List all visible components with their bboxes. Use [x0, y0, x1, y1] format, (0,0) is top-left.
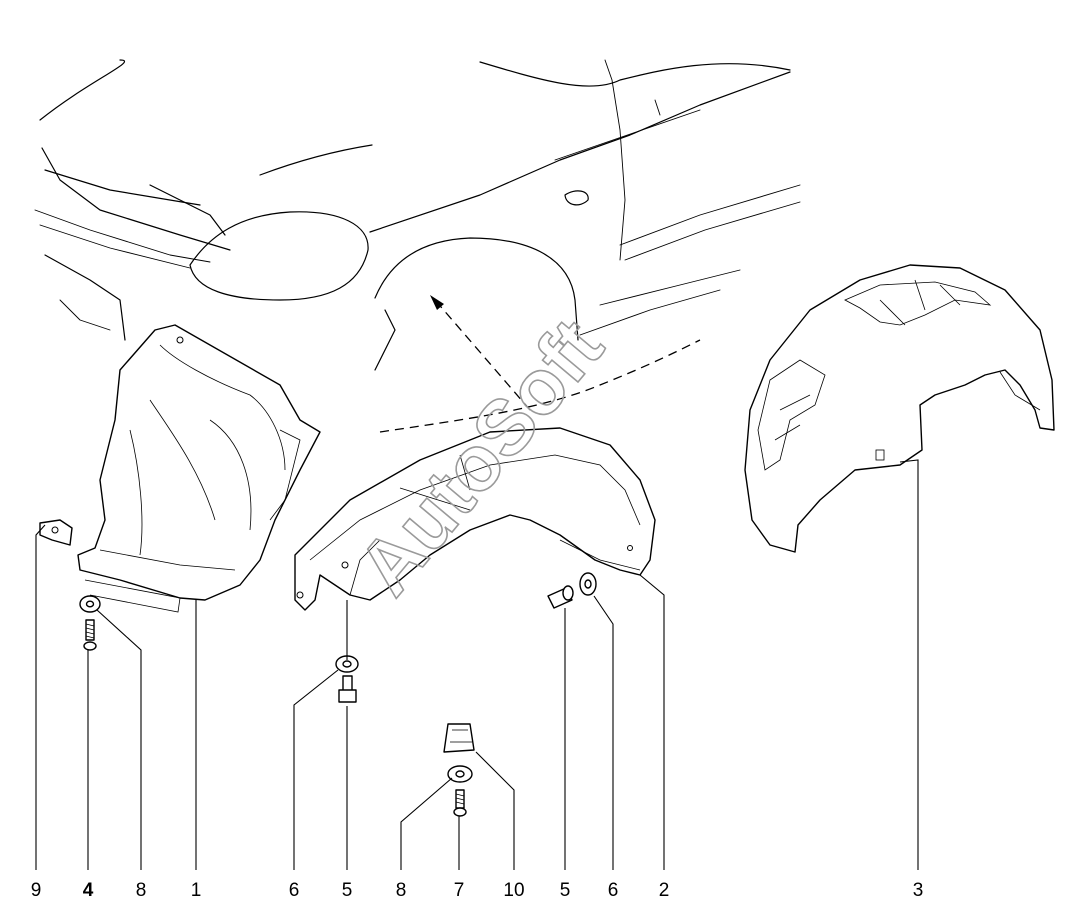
screw-icon: [85, 619, 95, 641]
nut-icon: [443, 723, 475, 753]
callout-1: 1: [191, 880, 202, 901]
callout-7: 7: [454, 880, 465, 901]
callout-8: 8: [136, 880, 147, 901]
callout-5: 5: [342, 880, 353, 901]
part-rear-liner: [744, 264, 1055, 553]
car-body-outline: [34, 59, 801, 371]
callout-9: 9: [31, 880, 42, 901]
callout-8-lower: 8: [396, 880, 407, 901]
callout-2: 2: [659, 880, 670, 901]
fasteners: [39, 519, 597, 817]
callout-6-right: 6: [608, 880, 619, 901]
part-middle-liner: [294, 427, 656, 611]
dashed-leader: [379, 295, 701, 433]
callout-3: 3: [913, 880, 924, 901]
leader-lines: [35, 459, 919, 870]
arrowhead-icon: [430, 295, 444, 310]
callout-4: 4: [83, 880, 94, 901]
part-front-liner: [77, 324, 321, 613]
callout-10: 10: [503, 880, 524, 901]
callout-6: 6: [289, 880, 300, 901]
callout-5-right: 5: [560, 880, 571, 901]
callout-labels: 9 4 8 1 6 5 8 7 10 5 6 2 3: [31, 880, 924, 901]
